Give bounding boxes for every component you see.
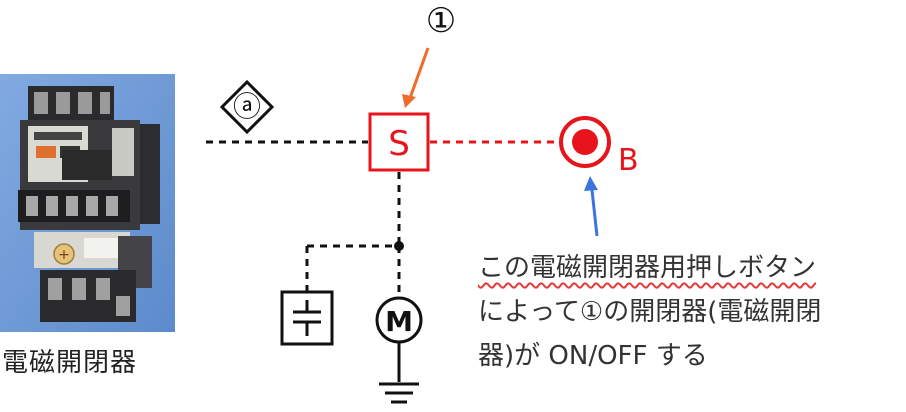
contactor-photo: + bbox=[0, 74, 175, 332]
motor-label: M bbox=[385, 305, 413, 338]
description-line-3: 器)が ON/OFF する bbox=[478, 341, 708, 371]
battery-symbol bbox=[280, 290, 334, 346]
marker-a: ⓐ bbox=[219, 79, 275, 135]
callout-arrow bbox=[408, 47, 430, 99]
description-line-2: によって①の開閉器(電磁開閉 bbox=[478, 297, 822, 327]
callout-arrowhead bbox=[402, 94, 416, 108]
switch-label: S bbox=[388, 124, 410, 164]
knob-symbol: + bbox=[58, 247, 70, 263]
junction-dot bbox=[394, 241, 404, 251]
description-text: この電磁開閉器用押しボタン によって①の開閉器(電磁開閉 器)が ON/OFF … bbox=[478, 246, 906, 378]
push-button-b: B bbox=[559, 116, 639, 178]
motor-symbol: M bbox=[375, 296, 423, 344]
button-label: B bbox=[618, 143, 639, 178]
callout-number: ① bbox=[426, 1, 456, 41]
marker-a-label: ⓐ bbox=[233, 90, 261, 123]
description-line-1: この電磁開閉器用押しボタン bbox=[478, 253, 817, 283]
button-arrowhead bbox=[584, 176, 598, 191]
switch-s: S bbox=[368, 112, 430, 172]
photo-caption: 電磁開閉器 bbox=[2, 348, 138, 378]
button-arrow bbox=[590, 189, 599, 237]
ground-symbol bbox=[379, 342, 419, 404]
